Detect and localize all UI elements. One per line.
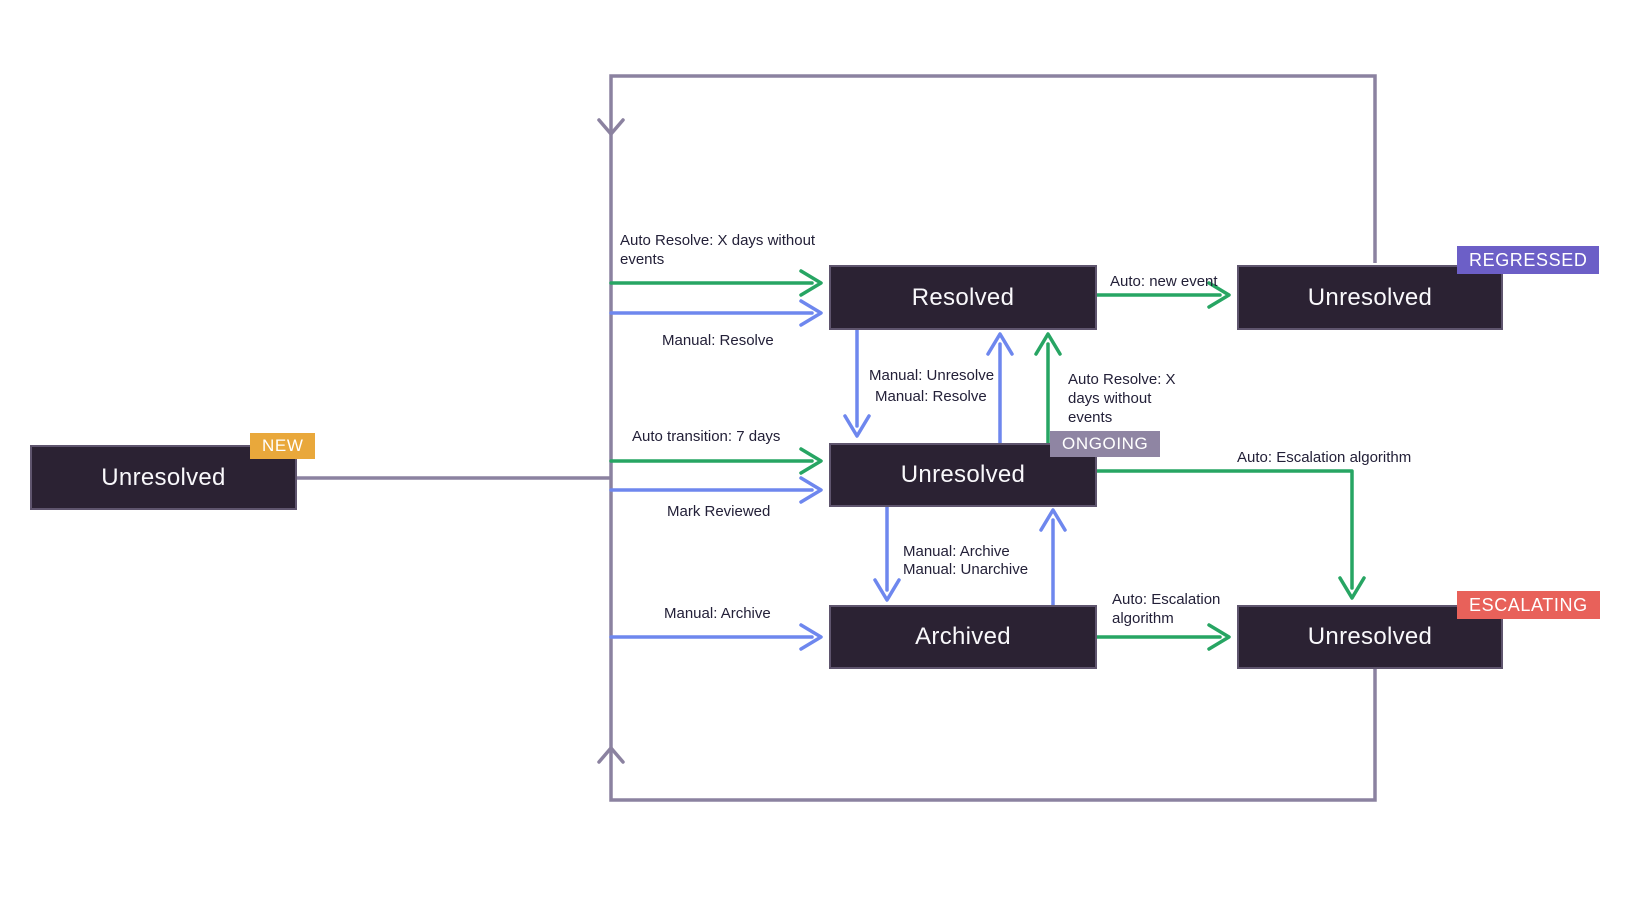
edge-label-manual-resolve-between: Manual: Resolve <box>875 388 987 405</box>
edge-archived-to-escalating-arrowhead-icon <box>1207 623 1231 651</box>
edge-trunk-to-ongoing-auto-arrowhead-icon <box>799 447 823 475</box>
state-node-archived: Archived <box>829 605 1097 669</box>
edge-label-manual-unarchive-between: Manual: Unarchive <box>903 561 1029 578</box>
edge-resolved-to-regressed-arrowhead-icon <box>1207 281 1231 309</box>
edge-ongoing-to-escalating-arrowhead-icon <box>1338 576 1366 600</box>
loop-edges <box>297 74 1377 802</box>
edge-label-auto-resolve-from-ongoing: Auto Resolve: X days without events <box>1068 371 1176 426</box>
edge-ongoing-to-resolved-manual-arrowhead-icon <box>986 332 1014 356</box>
edge-label-manual-archive-left: Manual: Archive <box>664 605 771 622</box>
status-badge-regressed: REGRESSED <box>1457 246 1600 274</box>
edge-trunk-to-resolved-auto-arrowhead-icon <box>799 269 823 297</box>
auto-edges <box>609 269 1366 651</box>
state-node-label: Unresolved <box>900 461 1026 488</box>
status-badge-escalating: ESCALATING <box>1457 591 1600 619</box>
manual-edges <box>609 299 1067 651</box>
state-node-label: Archived <box>915 623 1011 650</box>
edge-label-auto-transition-7-days: Auto transition: 7 days <box>632 428 781 445</box>
edge-label-manual-resolve-to-resolved: Manual: Resolve <box>662 332 774 349</box>
status-badge-ongoing: ONGOING <box>1050 431 1161 457</box>
status-badge-new: NEW <box>250 433 316 459</box>
state-node-label: Unresolved <box>1307 623 1433 650</box>
state-node-label: Resolved <box>911 283 1015 311</box>
edge-ongoing-to-resolved-auto-arrowhead-icon <box>1034 332 1062 356</box>
edge-ongoing-to-escalating <box>1095 469 1354 590</box>
edge-label-mark-reviewed: Mark Reviewed <box>667 503 771 520</box>
edge-trunk-to-archived-arrowhead-icon <box>799 623 823 651</box>
edge-trunk-to-resolved-manual-arrowhead-icon <box>799 299 823 327</box>
edge-archived-to-ongoing-arrowhead-icon <box>1039 508 1067 532</box>
edge-resolved-to-ongoing-arrowhead-icon <box>843 414 871 438</box>
edge-label-auto-resolve-to-resolved: Auto Resolve: X days without events <box>620 232 816 268</box>
trunk-up-arrowhead-icon <box>597 746 625 764</box>
state-node-resolved: Resolved <box>829 265 1097 330</box>
edge-trunk-to-ongoing-manual-arrowhead-icon <box>799 476 823 504</box>
state-node-label: Unresolved <box>1307 283 1433 311</box>
state-node-label: Unresolved <box>101 463 226 491</box>
edge-ongoing-to-archived-arrowhead-icon <box>873 578 901 602</box>
edge-label-manual-unresolve: Manual: Unresolve <box>869 367 995 384</box>
edge-label-auto-new-event: Auto: new event <box>1110 273 1218 290</box>
state-node-unresolved-regressed: Unresolved <box>1237 265 1503 330</box>
trunk-down-arrowhead-icon <box>597 118 625 136</box>
edge-label-auto-escalation-ongoing: Auto: Escalation algorithm <box>1237 449 1412 466</box>
edge-label-manual-archive-between: Manual: Archive <box>903 543 1010 560</box>
edge-label-auto-escalation-archived: Auto: Escalation algorithm <box>1112 591 1221 627</box>
return-loop-line <box>609 74 1377 802</box>
